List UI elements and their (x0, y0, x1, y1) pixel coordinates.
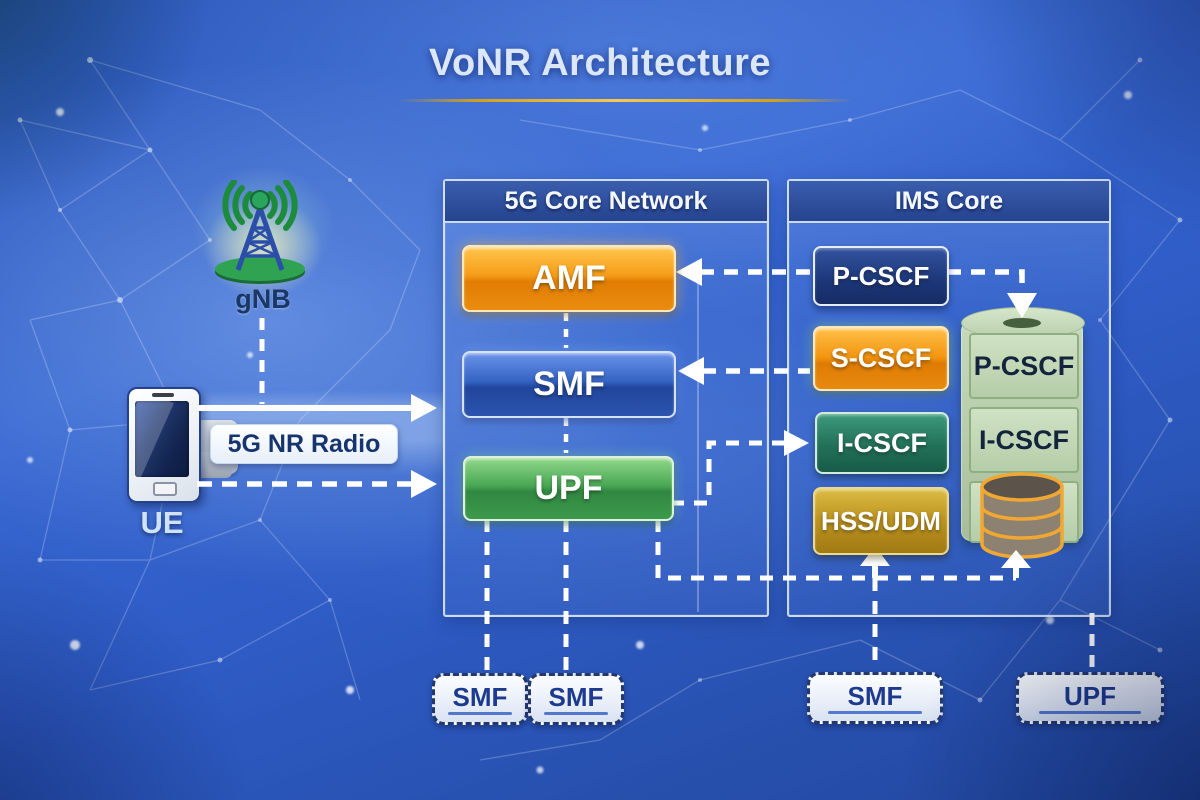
upf-box: UPF (463, 456, 674, 521)
stack-pcscf-module: P-CSCF (969, 333, 1079, 399)
panel-ims-core-title: IMS Core (789, 181, 1109, 223)
bottom-tag-smf-1: SMF (432, 673, 528, 725)
phone-home-button (153, 482, 177, 496)
stack-icscf-module: I-CSCF (969, 407, 1079, 473)
icscf-box: I-CSCF (815, 412, 949, 474)
phone-speaker (152, 393, 174, 397)
scscf-box: S-CSCF (813, 326, 949, 391)
page-title: VoNR Architecture (428, 42, 772, 84)
bottom-tag-smf-3: SMF (807, 672, 943, 724)
tag-underline (828, 710, 922, 714)
phone-screen (135, 401, 189, 477)
bottom-tag-upf-label: UPF (1064, 680, 1116, 711)
bottom-tag-smf-2: SMF (528, 673, 624, 725)
smartphone-icon (127, 387, 201, 503)
tag-underline (543, 711, 609, 715)
bottom-tag-upf: UPF (1016, 672, 1164, 724)
server-stack-slot (1003, 318, 1041, 328)
radio-link-label: 5G NR Radio (210, 424, 398, 464)
gnb-label: gNB (235, 284, 291, 314)
panel-5g-core-title: 5G Core Network (445, 181, 767, 223)
bottom-tag-smf-2-label: SMF (548, 681, 604, 712)
smf-box: SMF (462, 351, 676, 418)
pcscf-box: P-CSCF (813, 246, 949, 306)
bottom-tag-smf-3-label: SMF (847, 680, 903, 711)
tag-underline (1038, 710, 1142, 714)
cell-tower-icon (215, 180, 305, 284)
amf-box: AMF (462, 245, 676, 312)
bottom-tag-smf-1-label: SMF (452, 681, 508, 712)
database-icon (980, 472, 1064, 559)
hss-udm-box: HSS/UDM (813, 487, 949, 555)
title-underline (396, 99, 854, 102)
tag-underline (447, 711, 513, 715)
ue-label: UE (140, 505, 184, 540)
